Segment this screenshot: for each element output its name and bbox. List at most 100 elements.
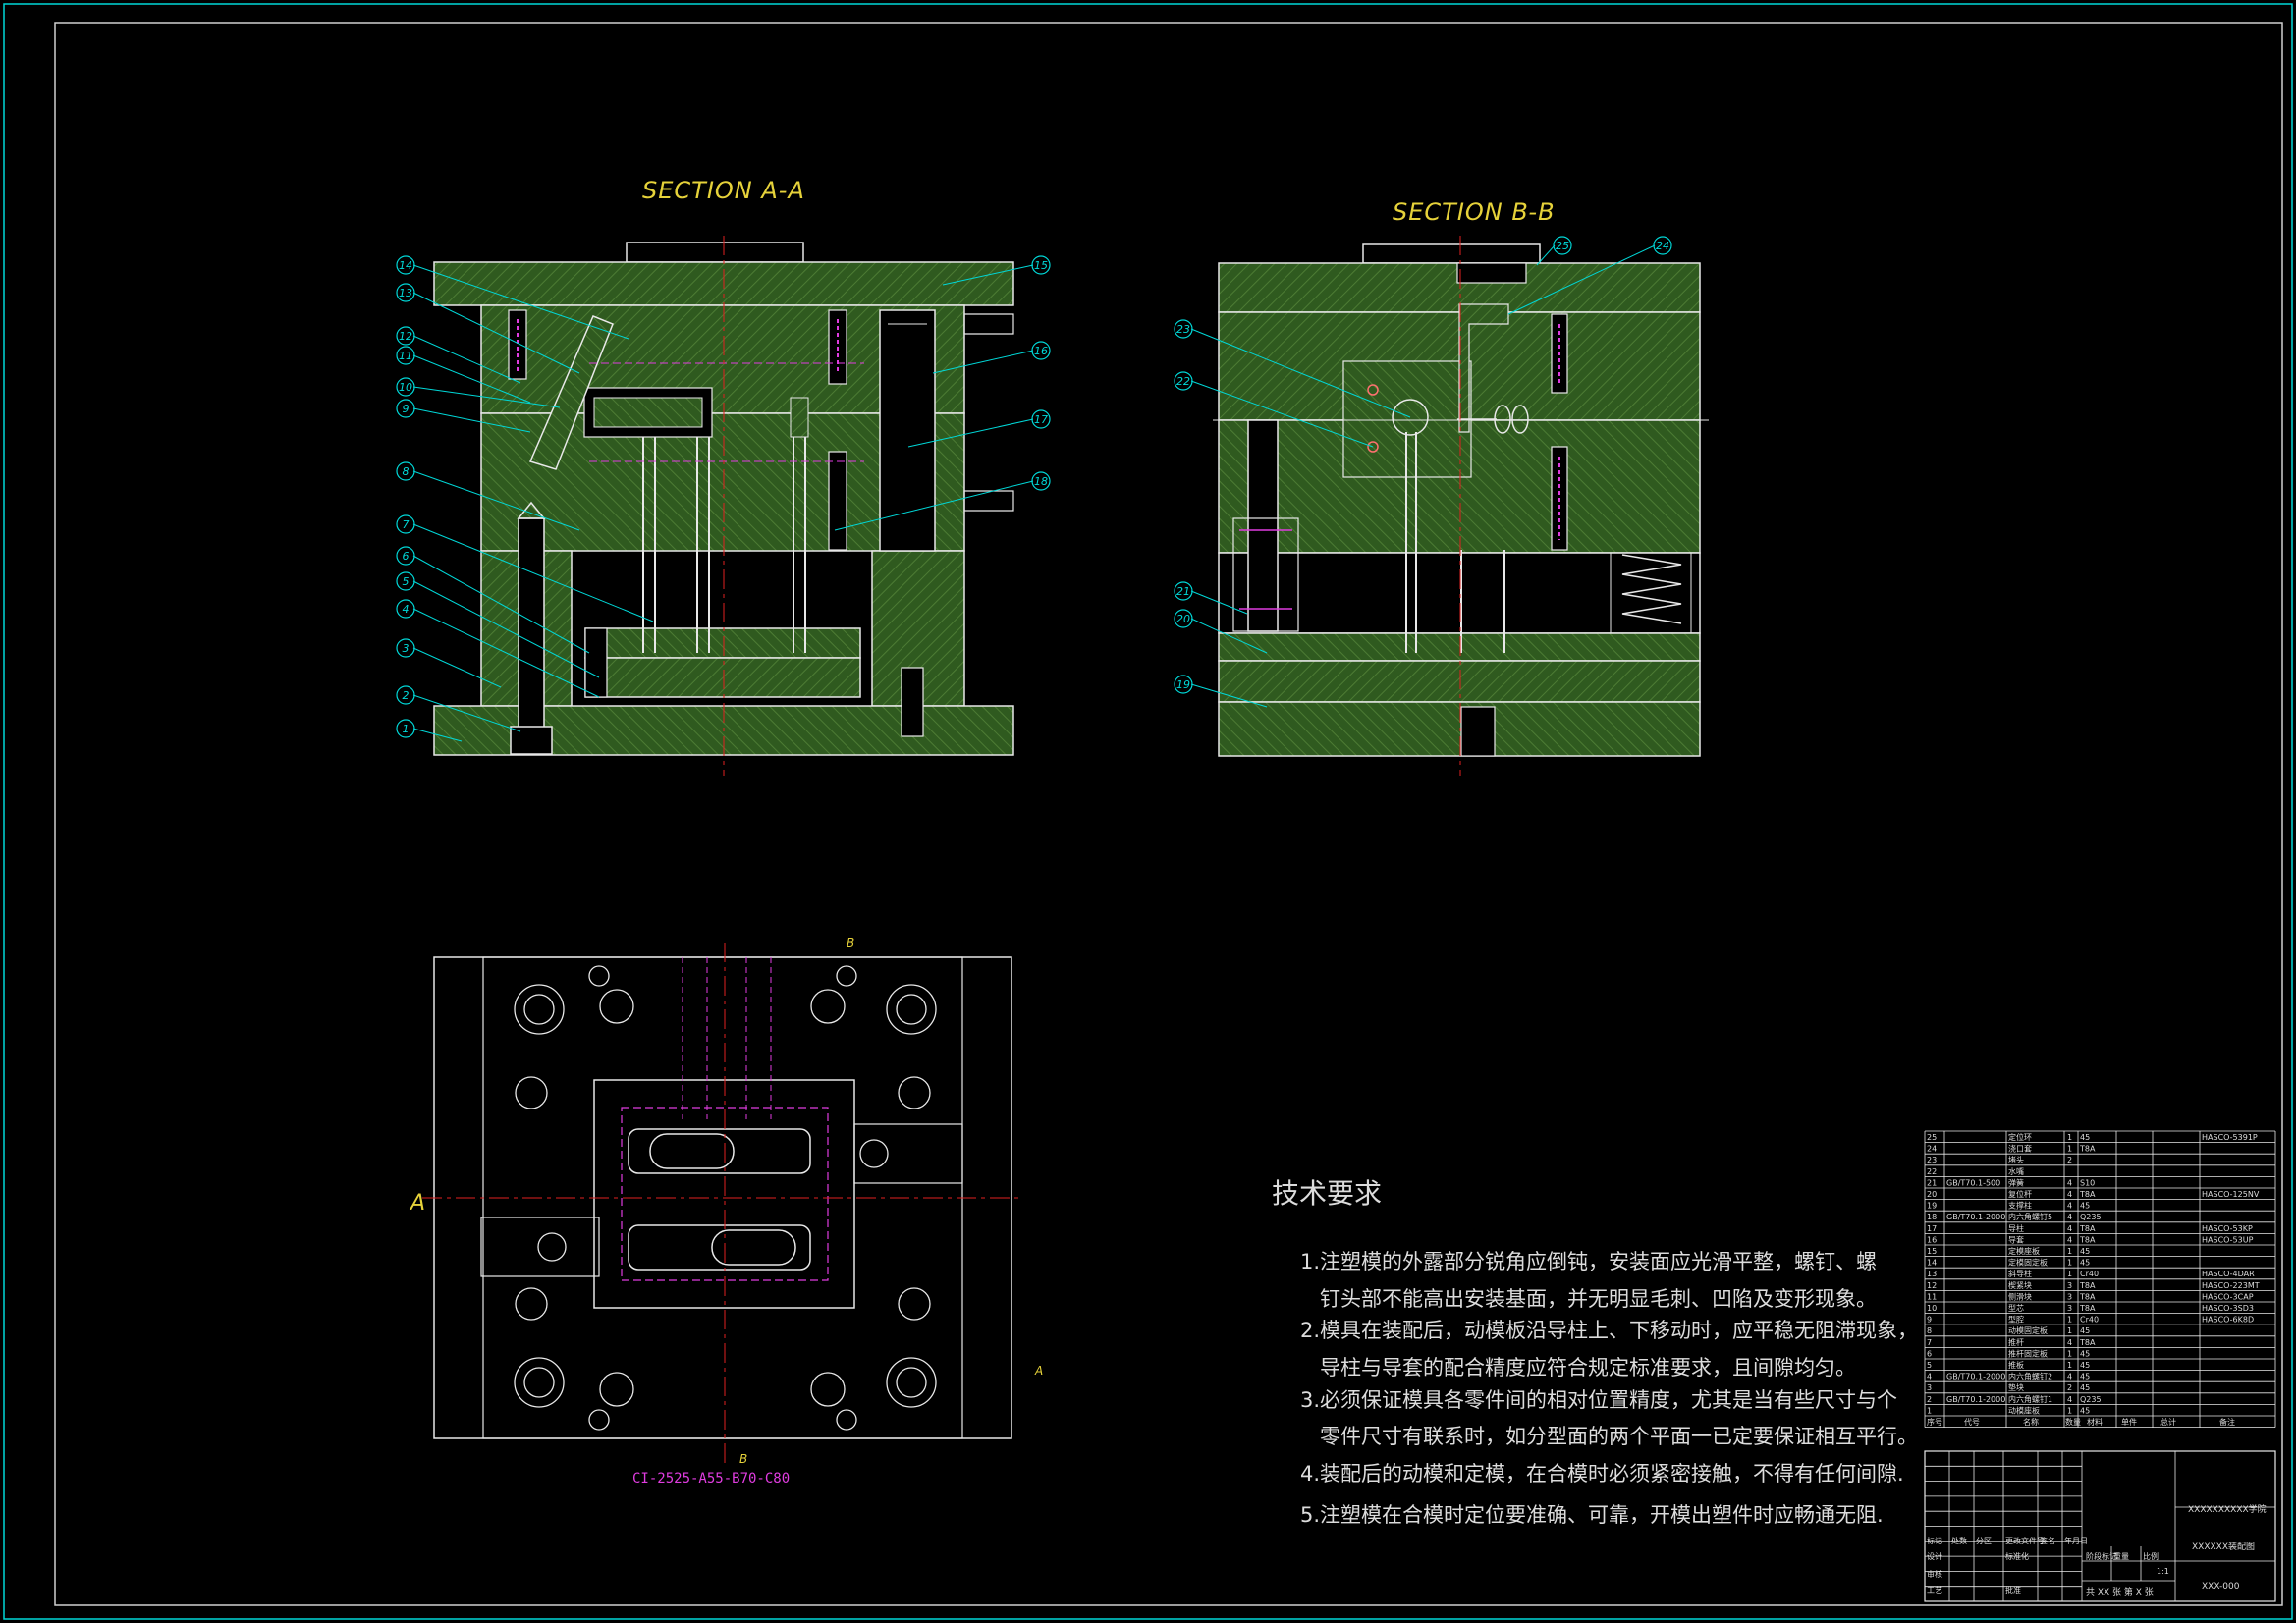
svg-text:12: 12 — [399, 330, 412, 343]
bom-row-material: S10 — [2080, 1178, 2095, 1187]
bom-row-no: 21 — [1927, 1178, 1937, 1187]
svg-text:21: 21 — [1176, 585, 1190, 598]
bom-row-no: 12 — [1927, 1281, 1937, 1290]
bom-row-note: HASCO-3CAP — [2202, 1292, 2254, 1301]
bom-row-material: 45 — [2080, 1406, 2090, 1415]
section-a-a: SECTION A-A — [396, 177, 1051, 776]
bom-row-qty: 4 — [2067, 1395, 2072, 1404]
bom-row-no: 5 — [1927, 1361, 1932, 1370]
bom-row-qty: 4 — [2067, 1213, 2072, 1221]
bom-row-qty: 4 — [2067, 1224, 2072, 1233]
svg-text:24: 24 — [1656, 240, 1669, 252]
section-b-b: SECTION B-B — [1174, 198, 1709, 776]
callouts-a-left: 14 13 12 11 10 9 8 7 6 5 4 3 2 1 — [396, 255, 654, 742]
bom-row-material: 45 — [2080, 1383, 2090, 1392]
bom-row-name: 推杆 — [2008, 1337, 2024, 1347]
tb-label-process: 工艺 — [1927, 1586, 1942, 1595]
bom-row-name: 支撑柱 — [2008, 1201, 2032, 1211]
tb-drawing-number: XXX-000 — [2202, 1582, 2240, 1592]
bom-row-no: 23 — [1927, 1156, 1937, 1164]
svg-text:22: 22 — [1176, 375, 1190, 388]
tb-school: XXXXXXXXXX学院 — [2188, 1503, 2267, 1515]
svg-text:10: 10 — [399, 381, 412, 394]
bom-row-no: 18 — [1927, 1213, 1937, 1221]
svg-text:16: 16 — [1034, 345, 1048, 357]
bom-row-note: HASCO-5391P — [2202, 1133, 2258, 1142]
bom-row-note: HASCO-3SD3 — [2202, 1304, 2254, 1313]
bom-row-qty: 1 — [2067, 1406, 2072, 1415]
svg-text:25: 25 — [1556, 240, 1569, 252]
plan-view: A A B B CI-2525-A55-B70-C80 — [409, 936, 1043, 1487]
tb-label-weight: 重量 — [2113, 1551, 2129, 1561]
req-line-4: 导柱与导套的配合精度应符合规定标准要求，且间隙均匀。 — [1320, 1356, 1856, 1380]
svg-text:7: 7 — [403, 518, 410, 531]
bom-row-note: HASCO-53KP — [2202, 1224, 2253, 1233]
bom-row-name: 复位杆 — [2008, 1189, 2032, 1199]
tb-label-mark: 标记 — [1927, 1536, 1942, 1545]
req-line-8: 5.注塑模在合模时定位要准确、可靠，开模出塑件时应畅通无阻. — [1300, 1503, 1884, 1527]
tb-label-zone: 分区 — [1976, 1537, 1992, 1545]
bom-row-code: GB/T70.1-2000 — [1946, 1373, 2005, 1381]
bom-row-note: HASCO-125NV — [2202, 1190, 2260, 1199]
bom-row-name: 推杆固定板 — [2008, 1348, 2048, 1358]
svg-text:14: 14 — [399, 259, 412, 272]
bom-row-name: 侧滑块 — [2008, 1291, 2032, 1301]
svg-text:18: 18 — [1034, 475, 1048, 488]
bom-row-name: 弹簧 — [2008, 1177, 2024, 1187]
svg-text:2: 2 — [403, 689, 410, 702]
bom-row-name: 垫块 — [2008, 1382, 2024, 1392]
bom-row-name: 水嘴 — [2008, 1166, 2024, 1176]
bom-row-qty: 1 — [2067, 1326, 2072, 1335]
svg-text:4: 4 — [403, 603, 410, 616]
tb-label-review: 审核 — [1927, 1569, 1942, 1579]
req-line-2: 钉头部不能高出安装基面，并无明显毛刺、凹陷及变形现象。 — [1320, 1287, 1877, 1311]
bom-header-total-weight: 总计 — [2160, 1417, 2176, 1427]
bom-row-name: 内六角螺钉1 — [2008, 1394, 2052, 1404]
bom-row-name: 型芯 — [2008, 1303, 2024, 1313]
bom-row-note: HASCO-53UP — [2202, 1235, 2254, 1244]
bom-row-material: T8A — [2079, 1292, 2096, 1301]
bom-row-no: 24 — [1927, 1145, 1937, 1154]
tb-label-standard: 标准化 — [2005, 1551, 2029, 1561]
bom-row-qty: 4 — [2067, 1338, 2072, 1347]
svg-text:5: 5 — [403, 575, 410, 588]
bom-row-name: 动模座板 — [2008, 1405, 2040, 1415]
svg-text:13: 13 — [399, 287, 412, 299]
svg-text:8: 8 — [403, 465, 410, 478]
bom-row-qty: 4 — [2067, 1178, 2072, 1187]
bom-header-qty: 数量 — [2065, 1417, 2081, 1427]
bom-row-name: 定模固定板 — [2008, 1258, 2048, 1268]
bom-row-qty: 4 — [2067, 1190, 2072, 1199]
bom-row-no: 17 — [1927, 1224, 1937, 1233]
svg-text:1: 1 — [403, 723, 410, 735]
bom-row-name: 楔紧块 — [2008, 1280, 2032, 1290]
mold-base-code: CI-2525-A55-B70-C80 — [632, 1471, 790, 1487]
bom-row-material: 45 — [2080, 1133, 2090, 1142]
b-bottom-plate — [1218, 701, 1701, 757]
bom-row-name: 定位环 — [2008, 1132, 2032, 1142]
bom-row-qty: 1 — [2067, 1259, 2072, 1268]
bom-row-code: GB/T70.1-2000 — [1946, 1395, 2005, 1404]
bom-header-note: 备注 — [2219, 1417, 2235, 1427]
title-block: 标记处数分区更改文件号签名年月日设计标准化阶段标记重量比例审核工艺批准1:1XX… — [1924, 1450, 2276, 1602]
bom-row-qty: 4 — [2067, 1235, 2072, 1244]
bom-row-name: 推板 — [2008, 1360, 2024, 1370]
b-ejector-retainer — [1218, 632, 1701, 662]
bom-row-material: 45 — [2080, 1202, 2090, 1211]
tb-label-count: 处数 — [1951, 1536, 1967, 1545]
bom-row-qty: 3 — [2067, 1304, 2072, 1313]
bom-row-qty: 1 — [2067, 1349, 2072, 1358]
tb-drawing-name: XXXXXX装配图 — [2192, 1541, 2255, 1552]
bom-row-material: T8A — [2079, 1304, 2096, 1313]
svg-text:6: 6 — [403, 550, 410, 563]
bom-row-qty: 2 — [2067, 1383, 2072, 1392]
tb-scale-value: 1:1 — [2157, 1567, 2169, 1576]
inner-frame — [54, 22, 2283, 1606]
bom-row-material: 45 — [2080, 1326, 2090, 1335]
bom-row-no: 2 — [1927, 1395, 1932, 1404]
bom-row-no: 3 — [1927, 1383, 1932, 1392]
bom-row-code: GB/T70.1-500 — [1946, 1178, 2000, 1187]
bom-row-code: GB/T70.1-2000 — [1946, 1213, 2005, 1221]
bom-row-qty: 2 — [2067, 1156, 2072, 1164]
